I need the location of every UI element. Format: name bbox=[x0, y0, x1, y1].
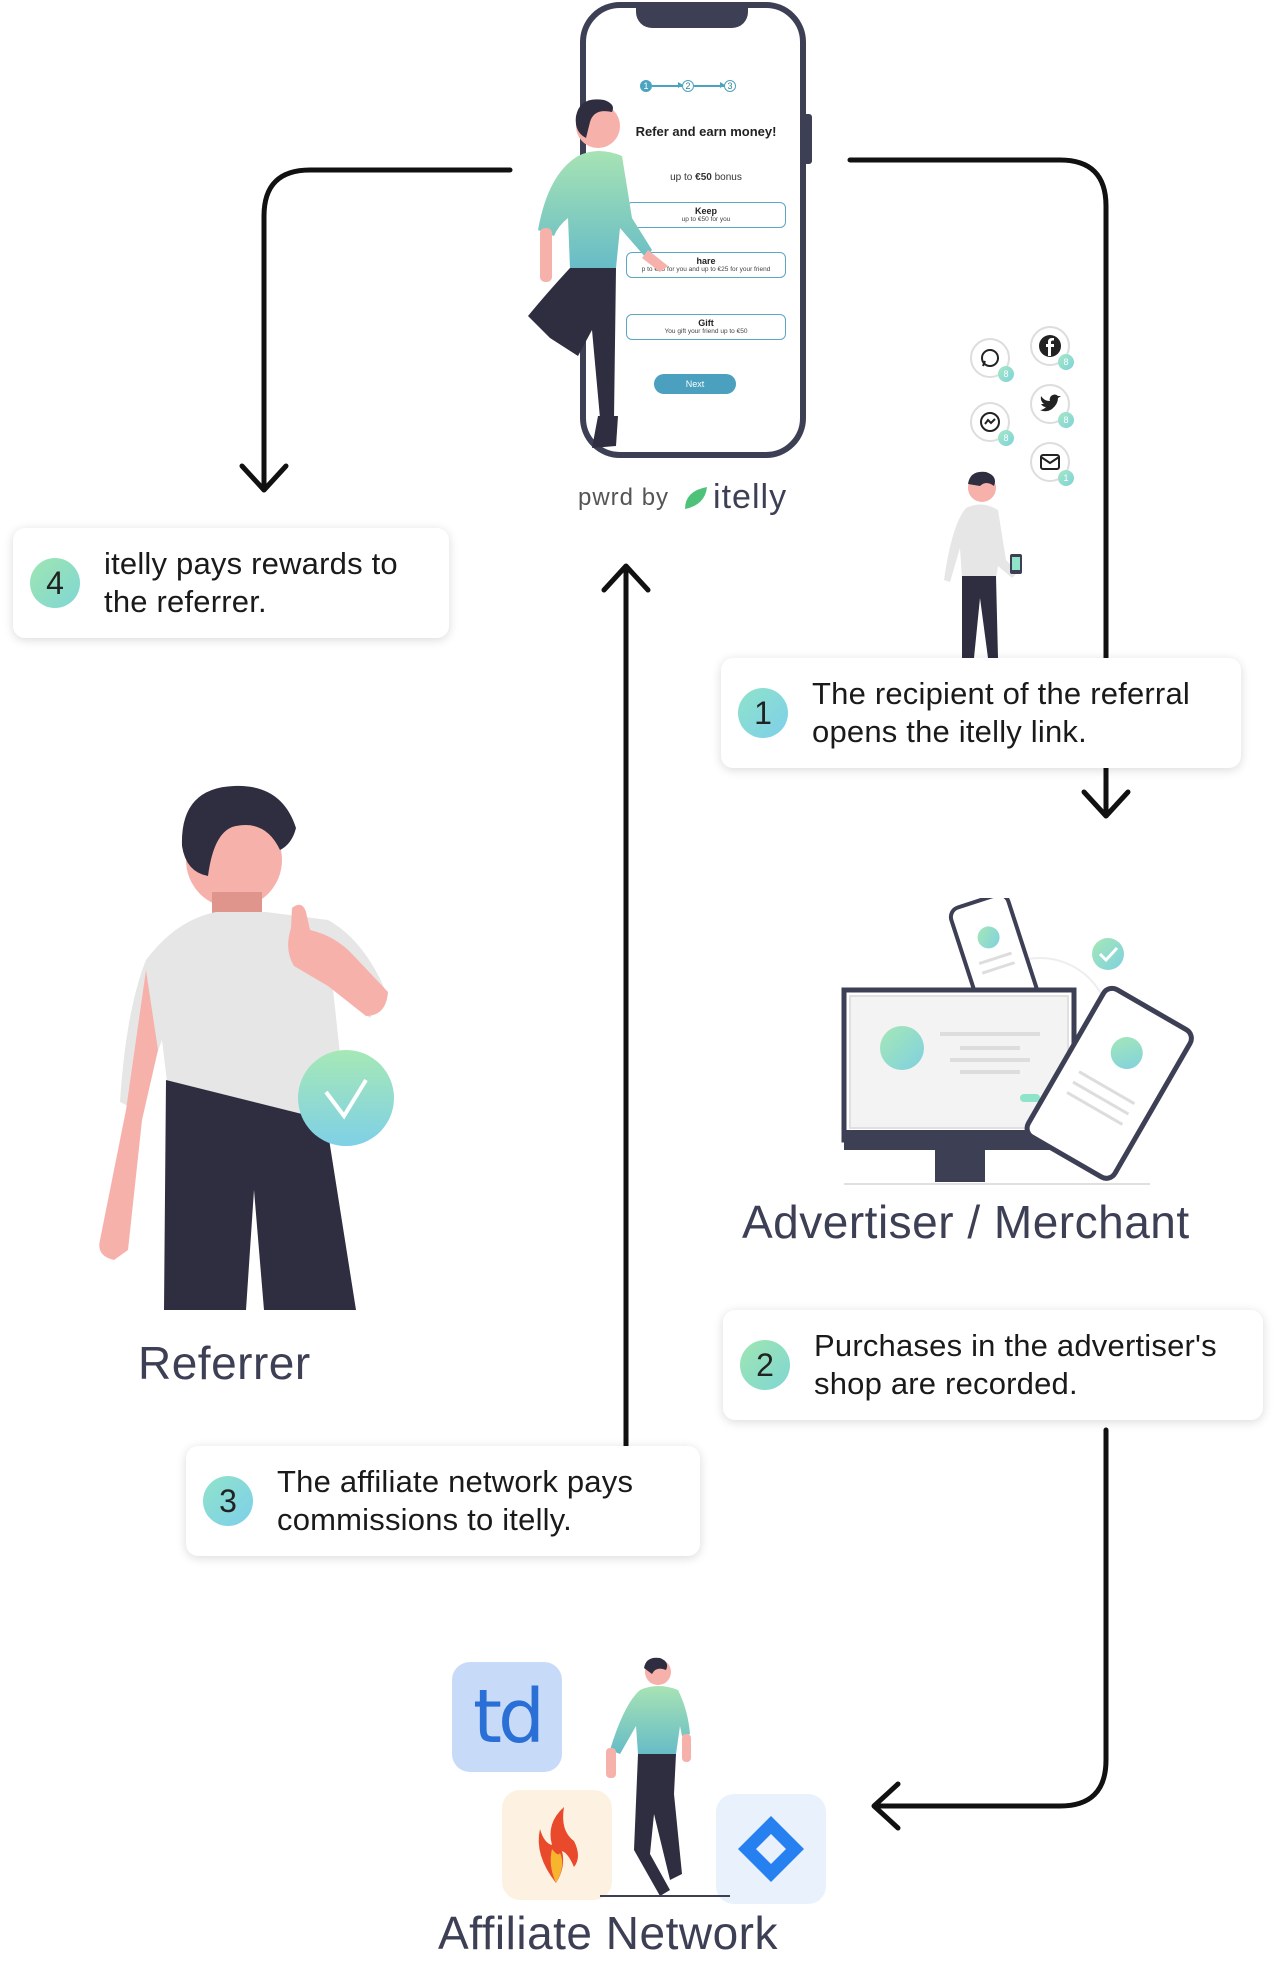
step-number-badge: 1 bbox=[738, 688, 788, 738]
step-number-badge: 4 bbox=[30, 558, 80, 608]
referrer-person-illustration bbox=[99, 785, 394, 1310]
step-card-3: 3 The affiliate network pays commissions… bbox=[186, 1446, 700, 1556]
phone-side-button bbox=[806, 114, 812, 164]
step-card-1: 1 The recipient of the referral opens th… bbox=[721, 658, 1241, 768]
tradedoubler-logo: td bbox=[452, 1662, 562, 1772]
phone-title: Refer and earn money! bbox=[635, 124, 777, 139]
step-text: Purchases in the advertiser's shop are r… bbox=[814, 1328, 1217, 1401]
arrow-to-recipient bbox=[847, 157, 1109, 813]
step-text: itelly pays rewards to the referrer. bbox=[104, 546, 398, 619]
awin-flame-icon bbox=[502, 1790, 612, 1900]
progress-stepper: 1 2 3 bbox=[640, 80, 736, 92]
step-number-badge: 2 bbox=[740, 1340, 790, 1390]
recipient-person-illustration bbox=[944, 471, 1022, 658]
messenger-icon: 8 bbox=[970, 402, 1014, 446]
option-keep[interactable]: Keep up to €50 for you bbox=[626, 202, 786, 228]
jira-like-diamond-icon bbox=[716, 1794, 826, 1904]
powered-by: pwrd by itelly bbox=[578, 478, 788, 516]
option-gift[interactable]: Gift You gift your friend up to €50 bbox=[626, 314, 786, 340]
email-icon: 1 bbox=[1030, 442, 1074, 486]
advertiser-label: Advertiser / Merchant bbox=[742, 1196, 1190, 1248]
itelly-leaf-icon bbox=[685, 486, 708, 509]
whatsapp-icon: 8 bbox=[970, 338, 1014, 382]
phone-notch bbox=[636, 2, 748, 28]
merchant-devices-illustration bbox=[841, 898, 1194, 1185]
referrer-label: Referrer bbox=[138, 1337, 311, 1389]
affiliate-person-illustration bbox=[600, 1657, 730, 1897]
next-button[interactable]: Next bbox=[654, 374, 736, 394]
step-dot-3: 3 bbox=[724, 80, 736, 92]
step-card-2: 2 Purchases in the advertiser's shop are… bbox=[723, 1310, 1263, 1420]
step-card-4: 4 itelly pays rewards to the referrer. bbox=[13, 528, 449, 638]
phone-bonus: up to €50 bonus bbox=[670, 172, 742, 183]
step-text: The affiliate network pays commissions t… bbox=[277, 1464, 634, 1537]
person-leaning-illustration bbox=[528, 99, 668, 448]
facebook-icon: 8 bbox=[1030, 326, 1074, 370]
step-dot-1: 1 bbox=[640, 80, 652, 92]
step-number-badge: 3 bbox=[203, 1476, 253, 1526]
step-dot-2: 2 bbox=[682, 80, 694, 92]
step-text: The recipient of the referral opens the … bbox=[812, 676, 1190, 749]
arrow-to-affiliate-network bbox=[877, 1427, 1109, 1809]
arrow-to-referrer-reward bbox=[261, 167, 513, 489]
twitter-icon: 8 bbox=[1030, 384, 1074, 428]
affiliate-network-label: Affiliate Network bbox=[438, 1907, 779, 1959]
